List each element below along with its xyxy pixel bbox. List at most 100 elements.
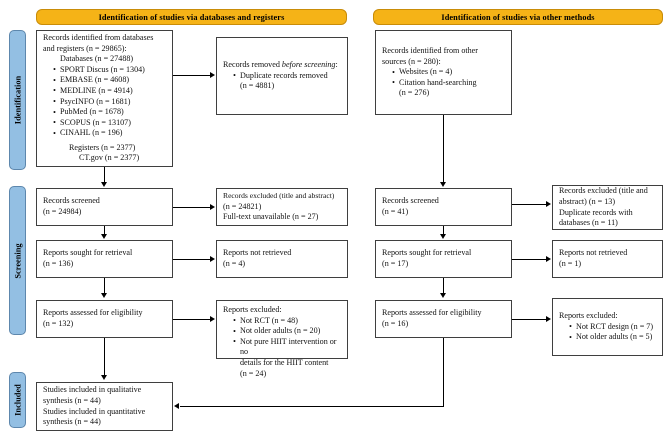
records-identified-other-line1: Records identified from other: [382, 46, 478, 56]
connector-assessed-to-excluded-db: [173, 319, 211, 320]
rail-identification-label: Identification: [13, 75, 22, 125]
connector-sought-to-notretrieved-db: [173, 259, 211, 260]
list-item: Duplicate records removed(n = 4881): [233, 70, 342, 92]
rail-included-label: Included: [13, 384, 22, 416]
arrow-sought-to-notretrieved-db: [210, 255, 215, 262]
list-item: Not RCT design (n = 7): [569, 321, 657, 333]
records-removed-heading-prefix: Records removed: [223, 60, 282, 70]
records-identified-other-bullet2-line1: Citation hand-searching: [399, 77, 477, 87]
records-excluded-db-line1: Records excluded (title and abstract): [223, 191, 335, 201]
header-other-label: Identification of studies via other meth…: [441, 12, 595, 22]
connector-screened-to-excluded-db: [173, 207, 211, 208]
list-item: PsycINFO (n = 1681): [53, 96, 167, 108]
arrow-assessed-to-excluded-db: [210, 315, 215, 322]
records-excluded-db-line2: (n = 24821): [223, 201, 262, 211]
reports-sought-db-count: (n = 136): [43, 259, 74, 268]
records-screened-db-count: (n = 24984): [43, 207, 82, 216]
arrow-assessed-to-included: [101, 375, 107, 380]
connector-other-identified-to-screened: [443, 115, 444, 183]
box-records-excluded-other: Records excluded (title and abstract) (n…: [552, 185, 663, 230]
arrow-other-screened-to-excluded: [546, 200, 551, 207]
connector-other-sought-to-assessed: [443, 278, 444, 294]
box-reports-assessed-databases: Reports assessed for eligibility (n = 13…: [36, 300, 173, 338]
list-item: SPORT Discus (n = 1304): [53, 64, 167, 76]
records-excluded-db-line3: Full-text unavailable (n = 27): [223, 212, 319, 222]
records-removed-list: Duplicate records removed(n = 4881): [223, 70, 342, 92]
box-reports-sought-other: Reports sought for retrieval (n = 17): [375, 240, 512, 278]
list-item: SCOPUS (n = 13107): [53, 117, 167, 129]
reports-excluded-other-list: Not RCT design (n = 7) Not older adults …: [559, 321, 657, 343]
box-records-screened-databases: Records screened (n = 24984): [36, 188, 173, 226]
connector-identified-to-screened: [104, 167, 105, 183]
list-item: Not pure HIIT intervention or nodetails …: [233, 336, 342, 379]
box-reports-not-retrieved-other: Reports not retrieved (n = 1): [552, 240, 663, 278]
records-identified-other-bullet2-count: (n = 276): [399, 88, 430, 98]
records-excluded-other-line4: databases (n = 11): [559, 218, 618, 228]
records-excluded-other-line1: Records excluded (title and: [559, 186, 648, 196]
arrow-screened-to-excluded-db: [210, 203, 215, 210]
header-databases-registers: Identification of studies via databases …: [36, 9, 347, 25]
box-reports-assessed-other: Reports assessed for eligibility (n = 16…: [375, 300, 512, 338]
connector-other-assessed-down: [443, 338, 444, 407]
reports-assessed-other-line1: Reports assessed for eligibility: [382, 308, 482, 318]
reports-excluded-db-bullet3-line2: details for the HIIT content: [240, 357, 329, 367]
box-records-excluded-databases: Records excluded (title and abstract) (n…: [216, 188, 348, 226]
connector-identified-to-removed: [173, 75, 211, 76]
arrow-other-assessed-to-excluded: [546, 315, 551, 322]
studies-included-line4: synthesis (n = 44): [43, 417, 101, 427]
records-excluded-other-line3: Duplicate records with: [559, 207, 633, 217]
reports-excluded-db-bullet3-count: (n = 24): [240, 368, 267, 378]
rail-screening: Screening: [9, 186, 26, 335]
connector-assessed-to-included: [104, 338, 105, 376]
rail-screening-label: Screening: [13, 242, 22, 279]
box-records-removed-before-screening: Records removed before screening: Duplic…: [216, 37, 348, 115]
reports-excluded-db-bullet3-line1: Not pure HIIT intervention or no: [240, 336, 337, 357]
list-item: Not RCT (n = 48): [233, 315, 342, 327]
connector-other-screened-to-sought: [443, 226, 444, 235]
header-other-methods: Identification of studies via other meth…: [373, 9, 663, 25]
connector-other-sought-to-notretrieved: [512, 259, 547, 260]
list-item: Not older adults (n = 20): [233, 326, 342, 337]
connector-other-screened-to-excluded: [512, 204, 547, 205]
arrow-identified-to-removed: [210, 71, 215, 78]
records-identified-line1: Records identified from databases: [43, 32, 154, 42]
reports-excluded-db-heading: Reports excluded:: [223, 305, 282, 314]
reports-excluded-db-list: Not RCT (n = 48) Not older adults (n = 2…: [223, 315, 342, 380]
records-removed-bullet-text: Duplicate records removed: [240, 70, 328, 80]
reports-excluded-other-heading: Reports excluded:: [559, 311, 618, 321]
list-item: PubMed (n = 1678): [53, 107, 167, 118]
arrow-sought-to-assessed-db: [101, 293, 107, 298]
records-identified-database-list: SPORT Discus (n = 1304) EMBASE (n = 4608…: [43, 64, 167, 139]
rail-identification: Identification: [9, 30, 26, 170]
reports-sought-db-line1: Reports sought for retrieval: [43, 248, 133, 258]
records-identified-databases-count: Databases (n = 27488): [60, 54, 134, 64]
reports-not-retrieved-other-count: (n = 1): [559, 259, 582, 268]
list-item: EMBASE (n = 4608): [53, 75, 167, 86]
box-reports-not-retrieved-databases: Reports not retrieved (n = 4): [216, 240, 348, 278]
records-screened-other-line1: Records screened: [382, 196, 439, 206]
connector-sought-to-assessed-db: [104, 278, 105, 294]
reports-sought-other-line1: Reports sought for retrieval: [382, 248, 472, 258]
box-reports-excluded-other: Reports excluded: Not RCT design (n = 7)…: [552, 298, 663, 356]
records-identified-ctgov-count: CT.gov (n = 2377): [79, 153, 140, 163]
arrow-other-to-included: [174, 402, 179, 409]
records-screened-other-count: (n = 41): [382, 207, 409, 216]
list-item: MEDLINE (n = 4914): [53, 85, 167, 97]
arrow-screened-to-sought-db: [101, 234, 107, 239]
box-reports-excluded-databases: Reports excluded: Not RCT (n = 48) Not o…: [216, 300, 348, 378]
records-removed-bullet-count: (n = 4881): [240, 81, 275, 91]
studies-included-line2: synthesis (n = 44): [43, 395, 101, 405]
records-identified-other-line2: sources (n = 280):: [382, 56, 441, 66]
records-identified-line2: and registers (n = 29865):: [43, 43, 127, 53]
list-item: Websites (n = 4): [392, 67, 506, 78]
box-records-screened-other: Records screened (n = 41): [375, 188, 512, 226]
reports-not-retrieved-db-count: (n = 4): [223, 259, 246, 268]
box-reports-sought-databases: Reports sought for retrieval (n = 136): [36, 240, 173, 278]
records-removed-heading-emphasis: before screening: [281, 60, 336, 70]
reports-assessed-db-count: (n = 132): [43, 319, 74, 328]
reports-not-retrieved-db-line1: Reports not retrieved: [223, 248, 292, 258]
studies-included-line3: Studies included in quantitative: [43, 406, 146, 416]
arrow-other-sought-to-notretrieved: [546, 255, 551, 262]
arrow-other-identified-to-screened: [440, 182, 446, 187]
